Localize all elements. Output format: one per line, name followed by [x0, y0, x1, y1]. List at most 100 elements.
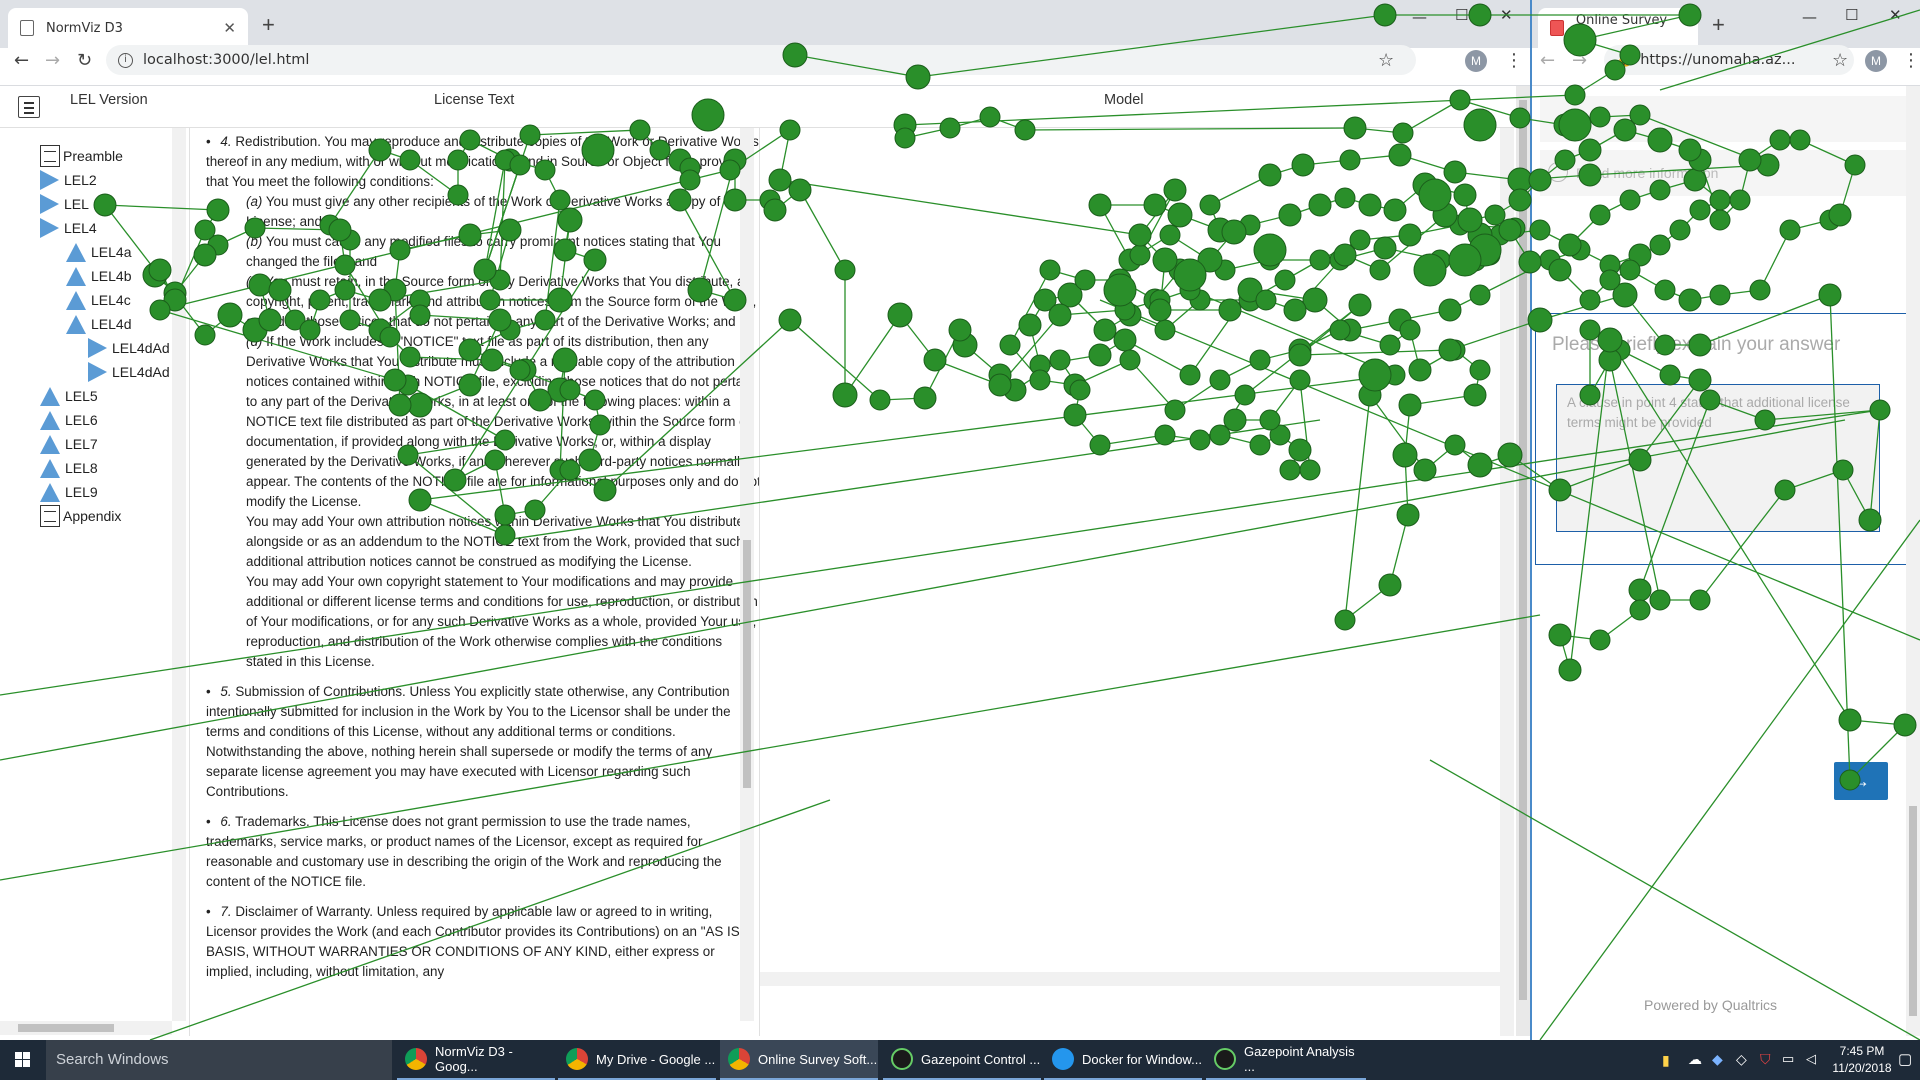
docker-icon [1052, 1048, 1074, 1070]
tree-item-lel2[interactable]: LEL2 [40, 170, 97, 190]
clause-text: Disclaimer of Warranty. Unless required … [206, 904, 745, 979]
model-vertical-scrollbar[interactable] [1500, 128, 1514, 1036]
powered-by-text: Powered by Qualtrics [1644, 997, 1778, 1013]
page-vertical-scrollbar[interactable] [1516, 86, 1530, 1036]
more-icon[interactable]: ⋮ [1902, 50, 1920, 71]
tab-normviz[interactable]: NormViz D3 ✕ [8, 8, 248, 48]
info-icon[interactable]: i [118, 52, 133, 68]
chrome-icon [566, 1048, 588, 1070]
scroll-thumb[interactable] [1909, 806, 1917, 1016]
forward-icon[interactable]: → [1572, 50, 1588, 71]
volume-icon[interactable]: ◁ [1806, 1051, 1816, 1066]
survey-vertical-scrollbar[interactable] [1906, 86, 1920, 1036]
tree-item-lel5[interactable]: LEL5 [40, 386, 98, 406]
tree-item-lel4[interactable]: LEL4 [40, 218, 97, 238]
model-heading: Model [1104, 92, 1144, 108]
maximize-icon[interactable]: ☐ [1455, 6, 1469, 24]
bookmark-star-icon[interactable]: ☆ [1832, 50, 1849, 71]
taskbar: Search Windows NormViz D3 - Goog... My Dr… [0, 1040, 1920, 1080]
tree-item-lel7[interactable]: LEL7 [40, 434, 98, 454]
triangle-up-icon [66, 242, 86, 262]
tray-icon[interactable]: ☁ [1688, 1051, 1702, 1067]
url-text: https://unomaha.az... [1640, 52, 1796, 68]
clause-text: You may add Your own attribution notices… [246, 514, 748, 569]
taskbar-item[interactable]: Gazepoint Analysis ... [1206, 1040, 1366, 1080]
tab-online-survey[interactable]: Online Survey So [1538, 8, 1698, 48]
minimize-icon[interactable]: — [1802, 8, 1817, 26]
taskbar-item[interactable]: Docker for Window... [1044, 1040, 1202, 1080]
model-horizontal-scrollbar[interactable] [760, 972, 1500, 986]
clause-number: (c) [246, 274, 262, 289]
tray-icon[interactable]: ◆ [1712, 1051, 1723, 1067]
bullet-icon: • [206, 814, 215, 829]
avatar[interactable]: M [1465, 50, 1487, 72]
clause-number: 4. [220, 134, 232, 149]
answer-textarea[interactable]: A clause in point 4 states that addition… [1556, 384, 1880, 532]
license-paragraph: (a) You must give any other recipients o… [206, 192, 759, 232]
clause-text: Trademarks. This License does not grant … [206, 814, 722, 889]
close-icon[interactable]: ✕ [223, 19, 236, 37]
tree-item-label: Appendix [63, 508, 122, 524]
new-tab-button[interactable]: + [1712, 12, 1725, 37]
tree-item-lel4c[interactable]: LEL4c [66, 290, 131, 310]
survey-browser-window: Online Survey So + — ☐ ✕ ← → 🔒 https://u… [1530, 0, 1920, 1040]
lel-tree [0, 128, 190, 1036]
windows-start-icon[interactable] [0, 1040, 46, 1080]
taskbar-item-label: NormViz D3 - Goog... [435, 1044, 513, 1074]
tree-item-lel8[interactable]: LEL8 [40, 458, 98, 478]
network-icon[interactable]: ▭ [1782, 1051, 1795, 1066]
tree-item-lel4b[interactable]: LEL4b [66, 266, 131, 286]
taskbar-item-label: Docker for Window... [1082, 1051, 1202, 1067]
tree-vertical-scrollbar[interactable] [172, 128, 186, 1021]
avatar[interactable]: M [1865, 50, 1887, 72]
close-window-icon[interactable]: ✕ [1500, 6, 1513, 24]
scroll-thumb[interactable] [1519, 100, 1527, 1000]
notifications-icon[interactable]: ▢ [1898, 1051, 1913, 1068]
address-bar[interactable]: i localhost:3000/lel.html [106, 45, 1416, 75]
triangle-up-icon [40, 410, 60, 430]
tree-item-appendix[interactable]: Appendix [40, 505, 122, 527]
tree-item-lel6[interactable]: LEL6 [40, 410, 98, 430]
address-bar[interactable]: 🔒 https://unomaha.az... [1604, 45, 1854, 75]
back-icon[interactable]: ← [14, 50, 30, 71]
maximize-icon[interactable]: ☐ [1845, 6, 1859, 24]
taskbar-item[interactable]: Online Survey Soft... [720, 1040, 878, 1080]
license-vertical-scrollbar[interactable] [740, 128, 754, 1021]
back-icon[interactable]: ← [1540, 50, 1556, 71]
minimize-icon[interactable]: — [1412, 8, 1427, 26]
read-more-link[interactable]: Read more information [1576, 165, 1719, 181]
more-icon[interactable]: ⋮ [1505, 50, 1523, 71]
read-more-row[interactable]: Read more information [1540, 150, 1910, 196]
new-tab-button[interactable]: + [262, 12, 275, 37]
search-windows-box[interactable]: Search Windows [46, 1040, 392, 1080]
reload-icon[interactable]: ↻ [77, 50, 93, 71]
hamburger-icon[interactable] [18, 96, 40, 118]
triangle-right-icon [88, 338, 107, 358]
scroll-thumb[interactable] [743, 540, 751, 788]
tree-item-lel4d[interactable]: LEL4d [66, 314, 131, 334]
taskbar-item[interactable]: My Drive - Google ... [558, 1040, 716, 1080]
tree-item-lel4a[interactable]: LEL4a [66, 242, 131, 262]
clause-text: Redistribution. You may reproduce and di… [206, 134, 759, 189]
bullet-icon: • [206, 134, 215, 149]
close-window-icon[interactable]: ✕ [1889, 6, 1902, 24]
scroll-thumb[interactable] [18, 1024, 114, 1032]
tree-item-lel9[interactable]: LEL9 [40, 482, 98, 502]
tree-item-lel[interactable]: LEL [40, 194, 89, 214]
tree-item-lel4dad[interactable]: LEL4dAd [88, 338, 170, 358]
clock[interactable]: 7:45 PM 11/20/2018 [1826, 1043, 1898, 1077]
tree-item-preamble[interactable]: Preamble [40, 145, 123, 167]
shield-icon[interactable]: ⛉ [1760, 1051, 1771, 1067]
taskbar-item[interactable]: Gazepoint Control ... [883, 1040, 1041, 1080]
triangle-up-icon [66, 266, 86, 286]
bookmark-star-icon[interactable]: ☆ [1378, 50, 1395, 71]
triangle-right-icon [88, 362, 107, 382]
normviz-browser-window: NormViz D3 ✕ + — ☐ ✕ ← → ↻ i localhost:3… [0, 0, 1530, 1036]
next-button[interactable]: → [1834, 762, 1888, 800]
tray-icon[interactable]: ▮ [1662, 1052, 1670, 1068]
tree-item-lel4dad[interactable]: LEL4dAd [88, 362, 170, 382]
forward-icon[interactable]: → [45, 50, 61, 71]
tray-icon[interactable]: ◇ [1736, 1051, 1747, 1067]
taskbar-item[interactable]: NormViz D3 - Goog... [397, 1040, 555, 1080]
tree-horizontal-scrollbar[interactable] [0, 1021, 172, 1035]
